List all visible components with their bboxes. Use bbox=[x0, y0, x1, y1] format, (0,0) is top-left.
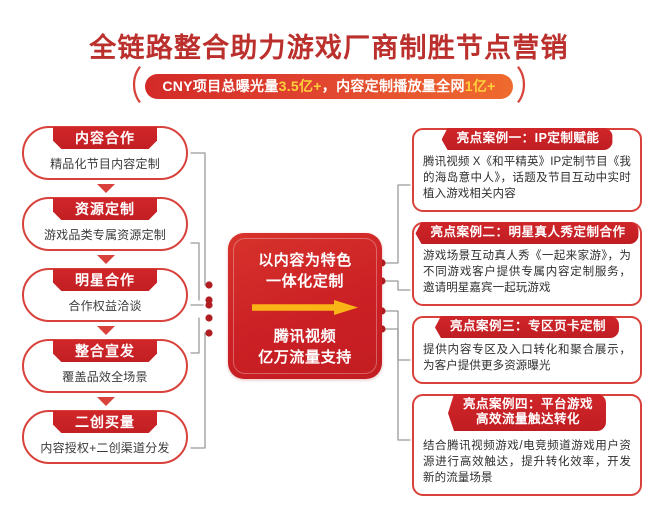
stats-highlight-exposure: 3.5亿+ bbox=[278, 78, 322, 94]
page-title: 全链路整合助力游戏厂商制胜节点营销 bbox=[89, 33, 569, 63]
flow-step-3[interactable]: 明星合作 合作权益洽谈 bbox=[22, 268, 188, 322]
flow-step-2-title: 资源定制 bbox=[53, 198, 157, 220]
paren-left-icon: （ bbox=[111, 64, 143, 108]
case-card-1[interactable]: 亮点案例一：IP定制赋能 腾讯视频 X《和平精英》IP定制节目《我的海岛意中人》… bbox=[412, 128, 642, 212]
center-hub-line3: 腾讯视频 bbox=[273, 328, 337, 345]
case-card-4-body: 结合腾讯视频游戏/电竞频道游戏用户资源进行高效触达，提升转化效率，开发新的流量场… bbox=[423, 440, 631, 484]
center-hub-line2: 一体化定制 bbox=[265, 273, 344, 290]
case-card-1-body: 腾讯视频 X《和平精英》IP定制节目《我的海岛意中人》，话题及节目互动中实时植入… bbox=[423, 156, 631, 200]
flow-step-1-title: 内容合作 bbox=[53, 127, 157, 149]
case-card-2[interactable]: 亮点案例二：明星真人秀定制合作 游戏场景互动真人秀《一起来家游》，为不同游戏客户… bbox=[412, 222, 642, 306]
center-hub-line1: 以内容为特色 bbox=[258, 252, 352, 269]
case-card-4[interactable]: 亮点案例四：平台游戏 高效流量触达转化 结合腾讯视频游戏/电竞频道游戏用户资源进… bbox=[412, 394, 642, 496]
stats-pre: CNY项目总曝光量 bbox=[162, 78, 279, 94]
flow-step-4[interactable]: 整合宣发 覆盖品效全场景 bbox=[22, 339, 188, 393]
flow-step-4-subtitle: 覆盖品效全场景 bbox=[62, 370, 148, 384]
case-card-3-body: 提供内容专区及入口转化和聚合展示，为客户提供更多资源曝光 bbox=[423, 344, 631, 372]
flow-step-5-subtitle: 内容授权+二创渠道分发 bbox=[40, 441, 170, 455]
flow-step-1[interactable]: 内容合作 精品化节目内容定制 bbox=[22, 126, 188, 180]
flow-step-2[interactable]: 资源定制 游戏品类专属资源定制 bbox=[22, 197, 188, 251]
flow-arrow-down-icon-4 bbox=[97, 397, 115, 406]
center-hub-headline: 以内容为特色 一体化定制 bbox=[228, 250, 382, 292]
right-arrow-icon bbox=[252, 300, 358, 315]
center-hub-line4: 亿万流量支持 bbox=[258, 349, 352, 366]
case-card-4-header-line2: 高效流量触达转化 bbox=[475, 412, 581, 426]
case-card-1-header: 亮点案例一：IP定制赋能 bbox=[441, 128, 613, 150]
flow-arrow-down-icon-2 bbox=[97, 255, 115, 264]
case-card-2-body: 游戏场景互动真人秀《一起来家游》，为不同游戏客户提供专属内容定制服务，邀请明星嘉… bbox=[423, 250, 631, 294]
flow-step-1-subtitle: 精品化节目内容定制 bbox=[50, 157, 160, 171]
flow-step-5-title: 二创买量 bbox=[53, 411, 157, 433]
case-card-4-header-line1: 亮点案例四：平台游戏 bbox=[462, 397, 594, 411]
case-card-3[interactable]: 亮点案例三：专区页卡定制 提供内容专区及入口转化和聚合展示，为客户提供更多资源曝… bbox=[412, 316, 642, 384]
flow-step-3-subtitle: 合作权益洽谈 bbox=[68, 299, 142, 313]
flow-step-5[interactable]: 二创买量 内容授权+二创渠道分发 bbox=[22, 410, 188, 464]
flow-arrow-down-icon-3 bbox=[97, 326, 115, 335]
left-flow-column: 内容合作 精品化节目内容定制 资源定制 游戏品类专属资源定制 明星合作 合作权益… bbox=[22, 126, 190, 468]
flow-step-2-subtitle: 游戏品类专属资源定制 bbox=[43, 228, 166, 242]
case-card-3-header: 亮点案例三：专区页卡定制 bbox=[434, 316, 620, 338]
center-hub-support: 腾讯视频 亿万流量支持 bbox=[228, 326, 382, 368]
stats-mid: ，内容定制播放量全网 bbox=[321, 78, 465, 94]
center-hub: 以内容为特色 一体化定制 腾讯视频 亿万流量支持 bbox=[228, 233, 382, 379]
stats-highlight-views: 1亿+ bbox=[464, 78, 496, 94]
paren-right-icon: ） bbox=[515, 64, 547, 108]
case-card-2-header: 亮点案例二：明星真人秀定制合作 bbox=[415, 222, 639, 244]
flow-arrow-down-icon-1 bbox=[97, 184, 115, 193]
flow-step-3-title: 明星合作 bbox=[53, 269, 157, 291]
flow-step-4-title: 整合宣发 bbox=[53, 340, 157, 362]
case-card-4-header: 亮点案例四：平台游戏 高效流量触达转化 bbox=[447, 394, 607, 431]
right-cases-column: 亮点案例一：IP定制赋能 腾讯视频 X《和平精英》IP定制节目《我的海岛意中人》… bbox=[412, 128, 644, 506]
